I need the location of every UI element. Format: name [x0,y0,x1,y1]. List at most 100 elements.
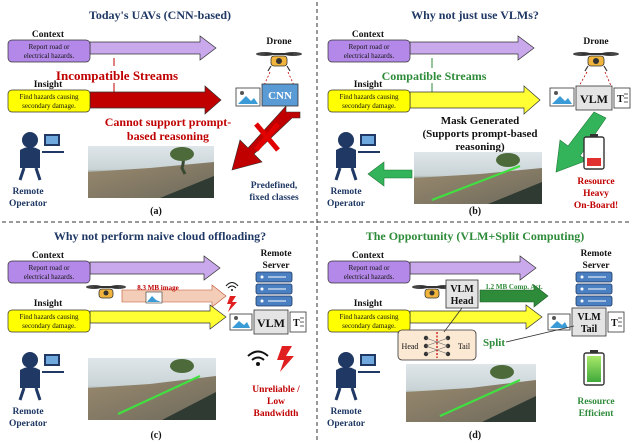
panel-a-scene-image [88,146,214,198]
panel-b-to-operator-arrow [367,161,413,187]
panel-d-battery-full-icon [583,350,605,386]
panel-d-insight-text-1: Find hazards causing [339,313,399,321]
panel-d-operator-1: Remote [330,407,361,417]
panel-c-operator-icon [18,352,64,401]
panel-d-tail-2: Tail [581,324,598,335]
panel-c-insight-text-2: secondary damage. [22,322,76,330]
panel-c-context-text-1: Report road or [29,264,70,272]
panel-d-tail-box [571,307,607,337]
panel-c-insight-box [7,309,91,333]
panel-b-drone-label: Drone [583,37,608,47]
panel-b-mask-3: reasoning) [455,141,505,153]
panel-a-warning-1: Cannot support prompt- [105,115,231,129]
panel-d-context-text-2: electrical hazards. [344,273,395,281]
panel-b-operator-1: Remote [330,187,361,197]
panel-c-server-2: Server [263,261,291,271]
panel-b-insight-arrow [409,85,541,115]
panel-b-caption: (b) [469,206,481,217]
panel-c-text-doc-icon: T [289,311,307,333]
panel-a-title: Today's UAVs (CNN-based) [89,8,231,22]
panel-b-drone-icon [573,52,619,72]
panel-c-bandwidth-3: Bandwidth [254,409,300,419]
panel-b-insight-box [327,89,411,113]
panel-b-resource-2: Heavy [583,189,609,199]
panel-b: Why not just use VLMs? Context Report ro… [327,8,631,217]
panel-a-caption: (a) [150,206,162,217]
panel-c: Why not perform naive cloud offloading? … [7,229,307,441]
panel-d-head-2: Head [451,296,474,307]
panel-b-mask-2: (Supports prompt-based [422,128,537,140]
panel-a-drone-icon [256,52,302,72]
panel-d-insight-arrow [409,304,543,330]
panel-d-scene-image [406,364,536,422]
panel-c-context-label: Context [32,251,65,261]
panel-a-cross-icon [254,122,280,152]
panel-b-context-text-2: electrical hazards. [344,52,395,60]
panel-a-classes-2: fixed classes [249,193,299,203]
panel-b-context-arrow [409,35,535,61]
panel-b-insight-label: Insight [354,80,383,90]
panel-d-split-label: Split [483,337,505,349]
panel-a-context-box [7,39,91,63]
panel-c-context-text-2: electrical hazards. [24,273,75,281]
panel-c-title: Why not perform naive cloud offloading? [54,229,266,243]
panel-b-vlm-box [575,85,613,111]
panel-d-split-head: Head [402,342,419,351]
panel-c-operator-2: Operator [9,419,48,429]
panel-b-insight-text-2: secondary damage. [342,102,396,110]
panel-b-insight-text-1: Find hazards causing [339,93,399,101]
panel-d-server-2: Server [583,261,611,271]
panel-c-image-icon [145,291,163,304]
panel-b-mask-1: Mask Generated [441,115,520,127]
panel-d-server-1: Remote [580,249,611,259]
panel-a-insight-box [7,89,91,113]
panel-d-context-text-1: Report road or [349,264,390,272]
panel-a-context-text-2: electrical hazards. [24,52,75,60]
panel-c-wifi-big-icon [247,350,269,366]
panel-a-insight-text-2: secondary damage. [22,102,76,110]
panel-b-title: Why not just use VLMs? [411,8,539,22]
panel-a-operator-icon [18,132,64,181]
panel-a-warning-2: based reasoning [127,129,209,143]
panel-c-bandwidth-2: Low [267,397,285,407]
panel-d-split-tail: Tail [458,342,471,351]
panel-d-tail-1: VLM [577,312,601,323]
panel-c-context-box [7,260,91,284]
panel-c-drone-icon [86,285,126,299]
panel-b-resource-3: On-Board! [574,201,618,211]
panel-b-text-doc-icon: T [613,87,631,109]
panel-a-classes-1: Predefined, [251,181,298,191]
panel-a-operator-2: Operator [9,199,48,209]
panel-d-insight-text-2: secondary damage. [342,322,396,330]
panel-a-operator-1: Remote [12,187,43,197]
panel-d-caption: (d) [469,430,481,441]
panel-c-model-label: VLM [257,316,285,330]
panel-c-server-icon [255,271,293,307]
svg-text:T: T [293,318,300,329]
panel-a: Today's UAVs (CNN-based) Context Report … [7,8,302,217]
panel-c-insight-text-1: Find hazards causing [19,313,79,321]
panel-c-operator-1: Remote [12,407,43,417]
svg-text:T: T [617,94,624,105]
panel-c-caption: (c) [150,430,161,441]
panel-a-context-arrow [89,35,217,61]
panel-a-insight-arrow [89,85,222,115]
panel-c-vlm-box [253,309,289,335]
panel-a-context-text-1: Report road or [29,43,70,51]
panel-a-cnn-box [261,83,299,107]
panel-c-bandwidth-1: Unreliable / [252,385,300,395]
panel-c-scene-image [88,358,216,420]
panel-d-resource-1: Resource [577,397,614,407]
panel-c-transfer-label: 8.3 MB image [137,284,178,292]
panel-a-insight-text-1: Find hazards causing [19,93,79,101]
panel-b-resource-1: Resource [577,177,614,187]
panel-d-operator-icon [334,352,380,401]
panel-c-image-icon-2 [229,313,253,331]
panel-c-insight-label: Insight [34,299,63,309]
panel-c-wifi-icon [225,282,239,291]
panel-c-insight-arrow [89,304,227,330]
panel-a-image-icon [235,87,261,107]
panel-d-title: The Opportunity (VLM+Split Computing) [366,229,585,243]
panel-d: The Opportunity (VLM+Split Computing) Co… [327,229,625,441]
